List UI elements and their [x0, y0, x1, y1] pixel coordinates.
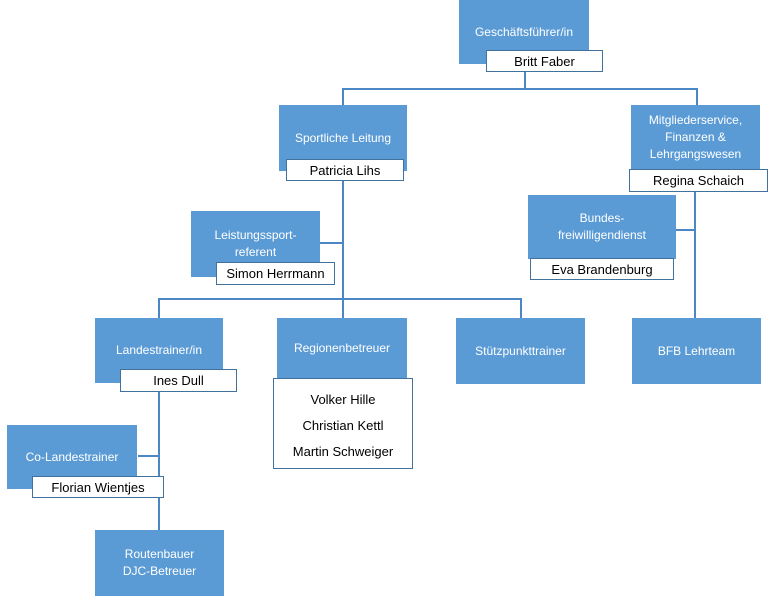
person-name: Volker Hille: [310, 392, 376, 407]
connector-line: [524, 70, 526, 89]
name-box-leistungssportreferent: Simon Herrmann: [216, 262, 335, 285]
connector-line: [158, 298, 160, 318]
name-box-co-landestrainer: Florian Wientjes: [32, 476, 164, 498]
connector-line: [676, 229, 695, 231]
connector-line: [158, 298, 521, 300]
connector-line: [342, 88, 344, 106]
person-name: Christian Kettl: [302, 418, 384, 433]
connector-line: [696, 88, 698, 106]
person-name: Martin Schweiger: [292, 444, 394, 459]
connector-line: [342, 88, 697, 90]
name-box-sportliche-leitung: Patricia Lihs: [286, 159, 404, 181]
role-box-stuetzpunkttrainer: Stützpunkttrainer: [456, 318, 585, 384]
role-box-regionenbetreuer: Regionenbetreuer: [277, 318, 407, 378]
connector-line: [342, 298, 344, 318]
names-list-regionenbetreuer: Volker Hille Christian Kettl Martin Schw…: [273, 378, 413, 469]
connector-line: [158, 390, 160, 530]
connector-line: [694, 192, 696, 318]
role-box-bfb-lehrteam: BFB Lehrteam: [632, 318, 761, 384]
connector-line: [342, 180, 344, 299]
role-box-mitgliederservice: Mitgliederservice, Finanzen & Lehrgangsw…: [631, 105, 760, 169]
connector-line: [319, 242, 343, 244]
name-box-mitgliederservice: Regina Schaich: [629, 169, 768, 192]
name-box-geschaeftsfuehrer: Britt Faber: [486, 50, 603, 72]
role-box-bundesfreiwilligendienst: Bundes- freiwilligendienst: [528, 195, 676, 259]
connector-line: [520, 298, 522, 318]
role-box-routenbauer: Routenbauer DJC-Betreuer: [95, 530, 224, 596]
name-box-landestrainer: Ines Dull: [120, 369, 237, 392]
name-box-bundesfreiwilligendienst: Eva Brandenburg: [530, 258, 674, 280]
connector-line: [138, 455, 159, 457]
